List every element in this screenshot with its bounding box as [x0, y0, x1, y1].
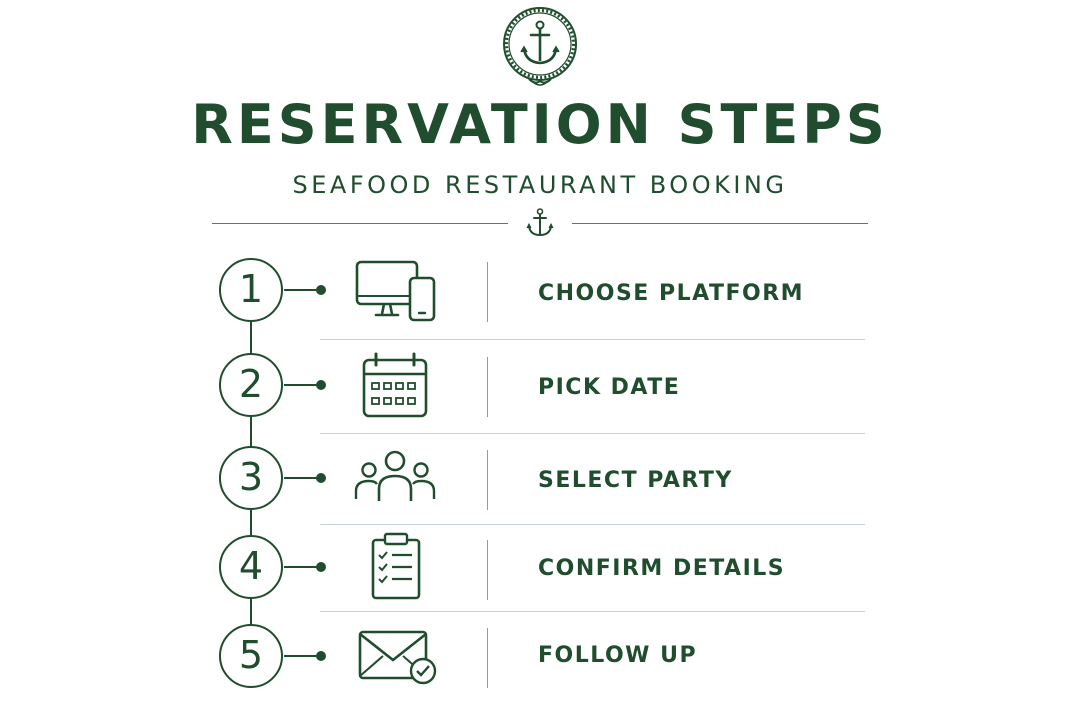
clipboard-checklist-icon	[350, 532, 440, 600]
connector-dot	[316, 651, 326, 661]
connector-dot	[316, 285, 326, 295]
step-connector	[284, 384, 320, 386]
step-label: CHOOSE PLATFORM	[538, 281, 805, 306]
step-number-circle: 2	[219, 353, 283, 417]
step-label: FOLLOW UP	[538, 643, 698, 668]
page-subtitle: SEAFOOD RESTAURANT BOOKING	[292, 171, 788, 199]
row-separator	[320, 433, 865, 434]
row-separator	[320, 524, 865, 525]
step-connector	[284, 477, 320, 479]
anchor-logo-icon	[499, 5, 581, 89]
calendar-icon	[350, 352, 440, 420]
column-separator	[487, 262, 488, 322]
step-connector	[284, 289, 320, 291]
column-separator	[487, 450, 488, 510]
step-number-circle: 5	[219, 624, 283, 688]
anchor-icon	[525, 207, 555, 239]
divider-left	[212, 223, 508, 224]
envelope-check-icon	[350, 624, 440, 692]
step-number-circle: 4	[219, 535, 283, 599]
connector-dot	[316, 380, 326, 390]
row-separator	[320, 611, 865, 612]
column-separator	[487, 628, 488, 688]
column-separator	[487, 540, 488, 600]
divider-right	[572, 223, 868, 224]
step-label: PICK DATE	[538, 375, 681, 400]
step-number-circle: 1	[219, 258, 283, 322]
step-label: CONFIRM DETAILS	[538, 556, 786, 581]
step-label: SELECT PARTY	[538, 468, 733, 493]
devices-icon	[350, 256, 440, 324]
column-separator	[487, 357, 488, 417]
step-connector	[284, 566, 320, 568]
page-title: RESERVATION STEPS	[191, 93, 889, 156]
step-connector	[284, 655, 320, 657]
row-separator	[320, 339, 865, 340]
people-group-icon	[350, 446, 440, 514]
connector-dot	[316, 473, 326, 483]
step-number-circle: 3	[219, 446, 283, 510]
connector-dot	[316, 562, 326, 572]
